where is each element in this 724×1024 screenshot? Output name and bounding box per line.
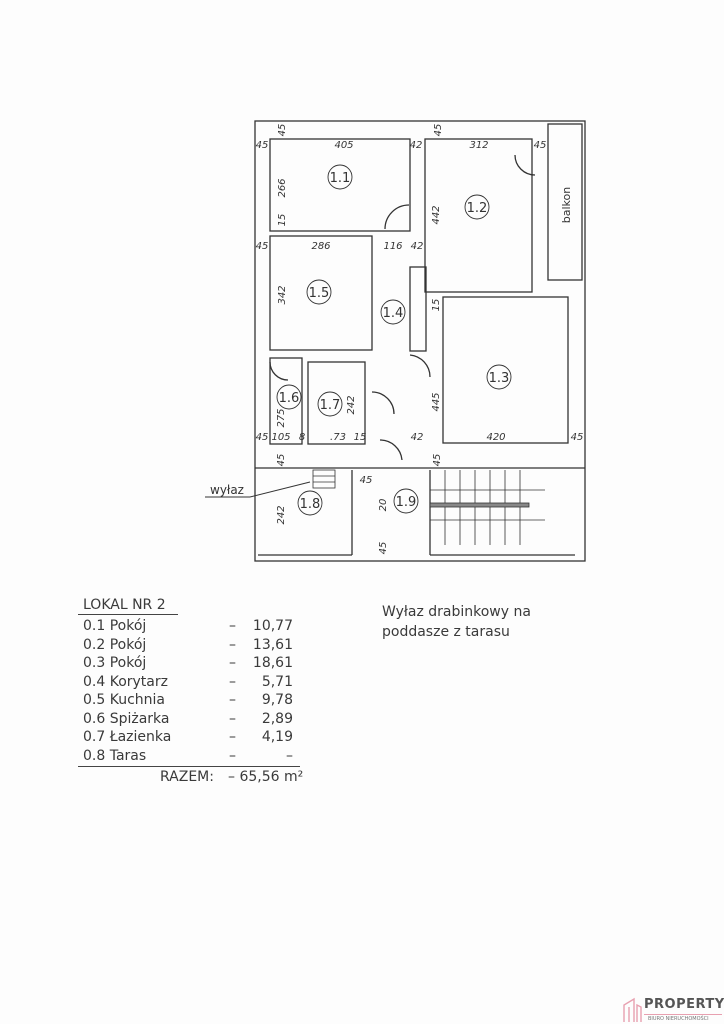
logo-rule [644,1014,722,1015]
svg-text:42: 42 [410,140,423,151]
table-row: 0.7 Łazienka–4,19 [83,729,293,745]
table-row: 0.5 Kuchnia–9,78 [83,692,293,708]
svg-text:442: 442 [431,205,442,224]
svg-text:45: 45 [360,475,373,486]
svg-text:420: 420 [486,432,505,443]
total-label: RAZEM: [160,769,214,785]
walls [254,120,586,562]
svg-text:15: 15 [354,432,367,443]
svg-text:242: 242 [346,395,357,414]
room-label: 1.8 [300,497,321,512]
svg-text:45: 45 [256,432,269,443]
svg-text:116: 116 [383,241,402,252]
table-row: 0.3 Pokój–18,61 [83,655,293,671]
dimensions: 45 45 45 405 42 312 45 266 15 442 45 286… [256,124,584,555]
table-row: 0.4 Korytarz–5,71 [83,673,293,690]
table-row: 0.1 Pokój–10,77 [83,618,293,634]
logo-tagline: BIURO NIERUCHOMOŚCI [648,1016,709,1022]
floor-plan: 1.1 1.2 1.3 1.4 1.5 1.6 1.7 1.8 1.9 balk… [205,120,586,562]
total-value: – 65,56 m² [228,769,304,785]
svg-text:.73: .73 [330,432,346,443]
property-logo: PROPERTY BIURO NIERUCHOMOŚCI [620,996,724,1024]
svg-text:8: 8 [299,432,305,443]
svg-text:45: 45 [433,124,444,137]
note-line-1: Wyłaz drabinkowy na [382,604,531,620]
stairs [312,469,545,545]
title-underline [78,614,178,615]
svg-text:42: 42 [411,241,424,252]
table-row: 0.2 Pokój–13,61 [83,636,293,653]
hatch-label: wyłaz [210,483,244,497]
svg-text:45: 45 [534,140,547,151]
svg-text:20: 20 [378,499,389,512]
svg-text:45: 45 [256,140,269,151]
room-label: 1.5 [309,286,330,301]
svg-text:342: 342 [277,285,288,304]
svg-text:45: 45 [277,124,288,137]
svg-text:405: 405 [334,140,353,151]
logo-name: PROPERTY [644,997,724,1012]
room-label: 1.1 [330,171,351,186]
svg-text:286: 286 [311,241,330,252]
svg-text:275: 275 [276,408,287,427]
svg-text:45: 45 [571,432,584,443]
svg-text:42: 42 [411,432,424,443]
total-divider [78,766,300,767]
area-table: 0.1 Pokój–10,77 0.2 Pokój–13,61 0.3 Pokó… [0,617,724,765]
svg-text:105: 105 [271,432,290,443]
note-line-2: poddasze z tarasu [382,624,510,640]
table-row: 0.6 Spiżarka–2,89 [83,710,293,727]
unit-title: LOKAL NR 2 [83,597,166,613]
svg-text:15: 15 [277,214,288,227]
svg-text:15: 15 [431,299,442,312]
svg-text:266: 266 [277,178,288,197]
table-row: 0.8 Taras–– [83,747,293,764]
svg-text:445: 445 [431,392,442,411]
building-icon [623,997,642,1022]
room-label: 1.7 [320,398,341,413]
room-label: 1.6 [279,391,300,406]
svg-text:45: 45 [276,454,287,467]
room-label: 1.9 [396,495,417,510]
hatch-arrow [249,481,311,498]
room-label: 1.3 [489,371,510,386]
svg-text:312: 312 [469,140,488,151]
svg-text:242: 242 [276,505,287,524]
svg-text:45: 45 [256,241,269,252]
room-label: 1.2 [467,201,488,216]
room-label: 1.4 [383,306,404,321]
room-markers [276,164,512,516]
balcony-label: balkon [560,187,573,223]
svg-text:45: 45 [432,454,443,467]
svg-text:45: 45 [378,542,389,555]
